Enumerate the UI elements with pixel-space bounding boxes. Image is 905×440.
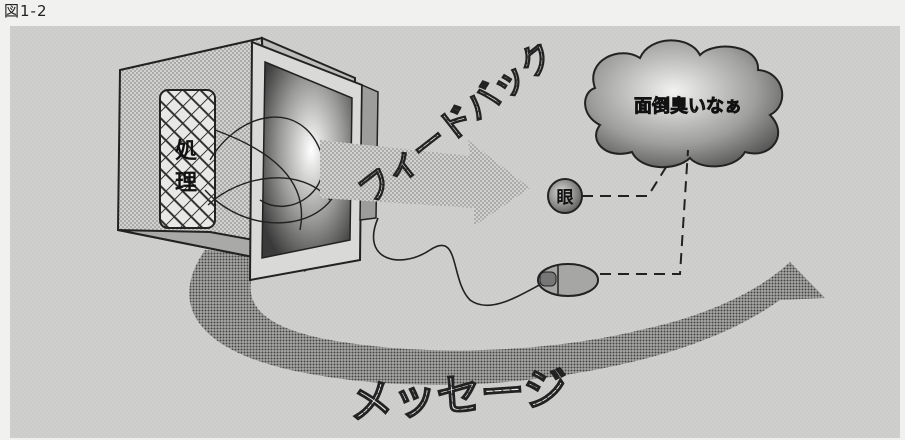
dashed-links	[582, 149, 689, 275]
figure-caption: 図1-2	[4, 2, 48, 20]
mouse-cable	[372, 217, 546, 306]
processing-label-1: 処	[175, 138, 197, 164]
thought-cloud: 面倒臭いなぁ	[584, 39, 784, 169]
thought-text: 面倒臭いなぁ	[634, 95, 742, 117]
eye-label: 眼	[557, 188, 574, 208]
processing-unit: 処 理	[159, 89, 216, 229]
mouse	[372, 217, 599, 306]
processing-label-2: 理	[175, 171, 197, 196]
message-label: メッセージ	[347, 363, 569, 429]
eye: 眼	[547, 178, 583, 214]
diagram-canvas: 処 理 フィードバック 面倒臭いなぁ 眼	[10, 26, 900, 438]
processing-wires	[204, 116, 341, 231]
